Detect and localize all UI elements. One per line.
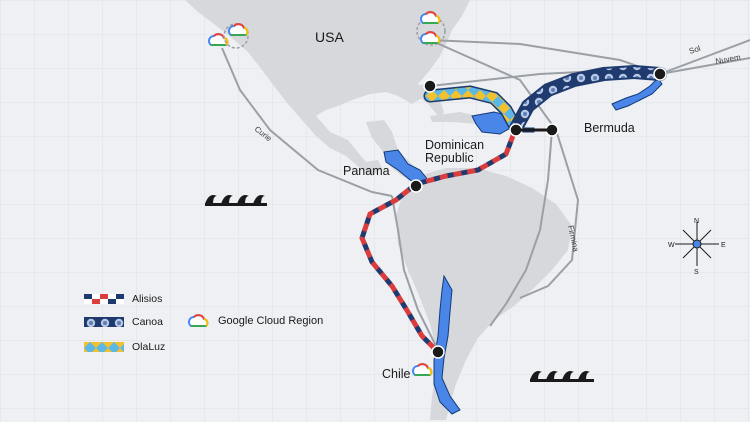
compass-rose-icon — [675, 222, 719, 266]
legend-canoa: Canoa — [84, 316, 163, 328]
legend-label-cloud-region: Google Cloud Region — [218, 315, 324, 327]
compass-w: W — [668, 242, 675, 249]
legend-swatch-canoa — [84, 317, 124, 327]
compass-s: S — [694, 269, 699, 276]
label-usa: USA — [315, 29, 344, 45]
cable-label-nuvem: Nuvem — [715, 53, 742, 66]
cuba-landmass — [430, 112, 486, 124]
wave-icon-atlantic — [530, 371, 594, 382]
legend-label-olaluz: OlaLuz — [132, 341, 166, 353]
compass-n: N — [694, 218, 699, 225]
cable-curie — [221, 47, 393, 197]
cloud-region-icon-west-b — [228, 23, 249, 36]
label-chile: Chile — [382, 367, 411, 381]
cable-nuvem — [659, 57, 750, 75]
cable-east-sa — [489, 129, 553, 327]
landing-nodes — [409, 67, 667, 359]
cable-label-sol: Sol — [688, 44, 702, 56]
legend-label-alisios: Alisios — [132, 293, 163, 305]
cloud-region-icon-chile — [412, 363, 433, 376]
label-panama: Panama — [343, 164, 390, 178]
bermuda-highlight — [611, 77, 663, 111]
canoa-cable-fill — [511, 66, 665, 133]
alisios-cable-red — [359, 127, 519, 354]
node-chile — [431, 345, 445, 359]
cable-sol — [659, 39, 750, 75]
compass-e: E — [721, 242, 726, 249]
alisios-cable — [359, 127, 519, 354]
cloud-region-icon-east-b — [420, 31, 441, 44]
legend-swatch-alisios — [84, 294, 124, 304]
legend-olaluz: OlaLuz — [84, 341, 165, 353]
node-florida — [423, 79, 437, 93]
wave-icon-pacific — [205, 195, 267, 206]
node-panama — [409, 179, 423, 193]
cable-firmina — [429, 39, 580, 299]
legend-cloud-region: Google Cloud Region — [188, 314, 323, 328]
cable-west-sa — [391, 195, 439, 351]
legend-label-canoa: Canoa — [132, 316, 163, 328]
node-bermuda — [653, 67, 667, 81]
legend-alisios: Alisios — [84, 293, 162, 305]
legend-swatch-olaluz — [84, 342, 124, 352]
label-dominican-republic: Dominican Republic — [425, 138, 485, 165]
chile-highlight — [433, 274, 461, 415]
google-cloud-icon — [188, 314, 209, 327]
north-america-landmass — [185, 0, 470, 176]
olaluz-cable-fill — [425, 86, 521, 133]
cloud-region-icon-east-a — [420, 11, 441, 24]
label-bermuda: Bermuda — [584, 121, 635, 135]
